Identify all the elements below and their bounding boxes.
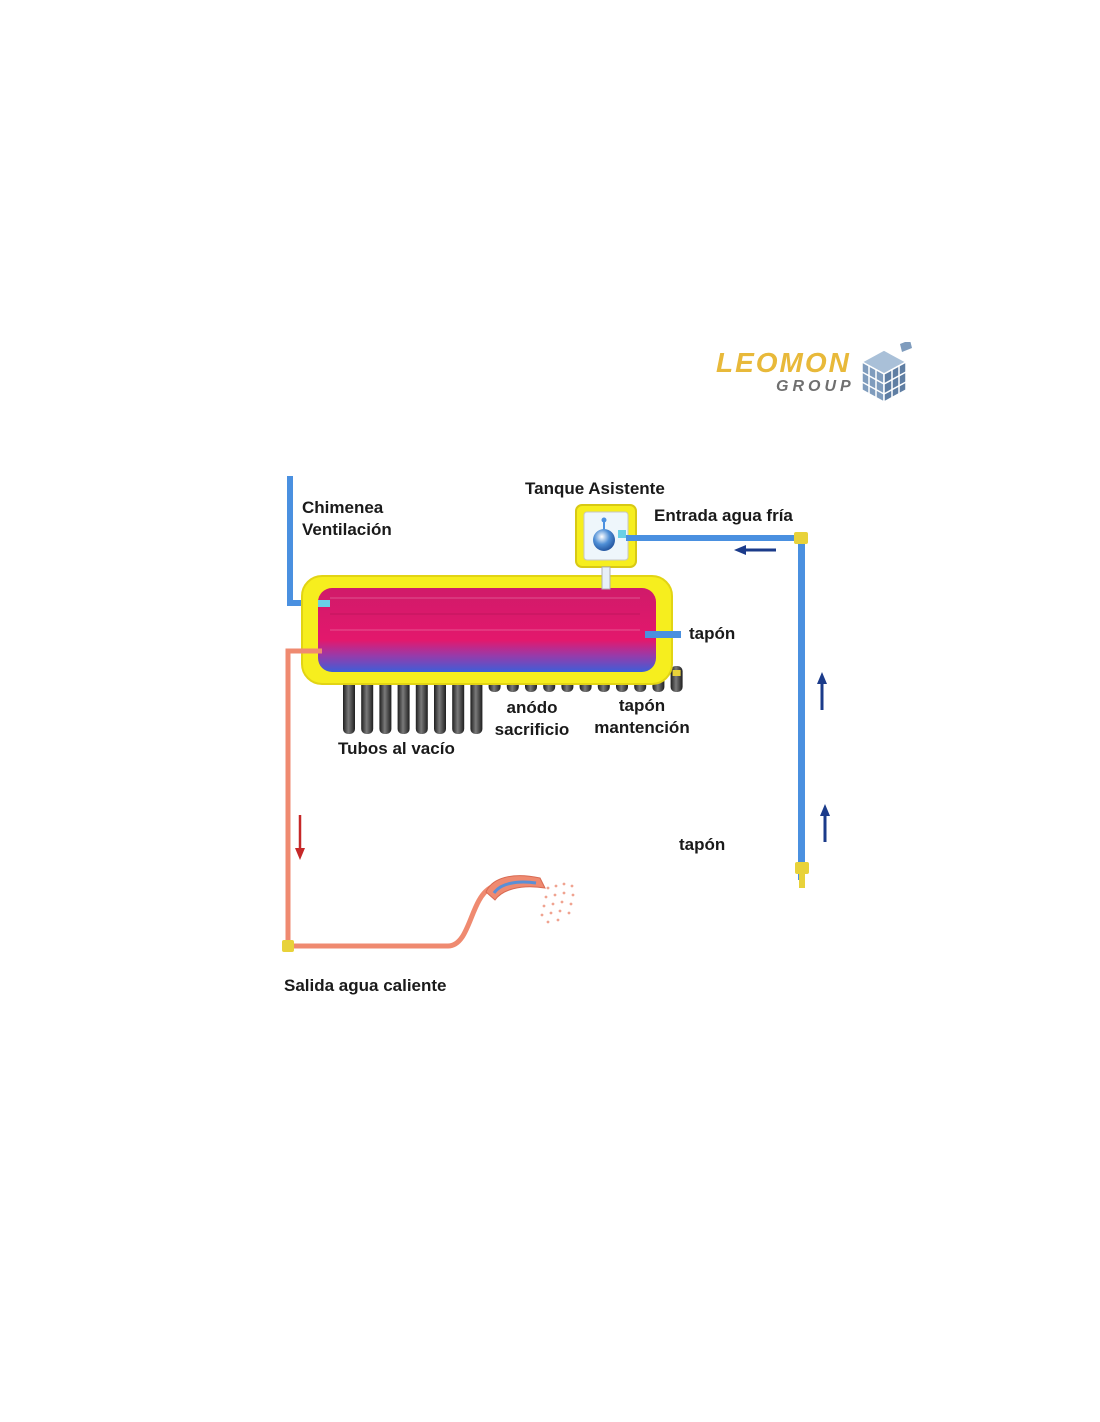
chimenea-label: Chimenea Ventilación (302, 497, 392, 541)
anodo-sacrificio-label: anódo sacrificio (490, 697, 574, 741)
tank-texture (330, 597, 640, 631)
logo-wordmark: LEOMON (716, 347, 851, 378)
tapon-mant-label-line2: mantención (594, 718, 690, 737)
shower-head-icon (485, 875, 575, 924)
tapon-stub-right (645, 631, 681, 638)
assistant-tank (575, 504, 637, 590)
hot-water-tank (318, 588, 656, 672)
anodo-label-line2: sacrificio (494, 720, 570, 739)
tapon-mantencion-label: tapón mantención (587, 695, 697, 739)
tapon-right-label: tapón (689, 624, 736, 643)
cold-flow-arrows (734, 545, 830, 842)
cold-water-pipe (626, 532, 809, 888)
tube-collar (672, 670, 681, 676)
tapon-bottom-label: tapón (679, 835, 726, 854)
salida-agua-caliente-label: Salida agua caliente (284, 976, 447, 995)
chimenea-label-line1: Chimenea (302, 498, 384, 517)
hot-water-pipe (285, 648, 539, 949)
anodo-label-line1: anódo (506, 698, 558, 717)
leomon-logo: LEOMON GROUP (712, 340, 917, 410)
tapon-mant-label-line1: tapón (618, 696, 666, 715)
tanque-asistente-label: Tanque Asistente (525, 479, 665, 498)
hot-pipe-elbow (282, 940, 294, 952)
chimenea-label-line2: Ventilación (302, 520, 392, 539)
logo-subtitle: GROUP (776, 378, 855, 395)
cube-logo-icon (860, 342, 912, 404)
vent-stub (318, 600, 330, 607)
hot-flow-arrow (295, 815, 305, 860)
tubos-al-vacio-label: Tubos al vacío (338, 739, 455, 758)
vacuum-tube (670, 666, 683, 692)
entrada-agua-fria-label: Entrada agua fría (654, 506, 793, 525)
